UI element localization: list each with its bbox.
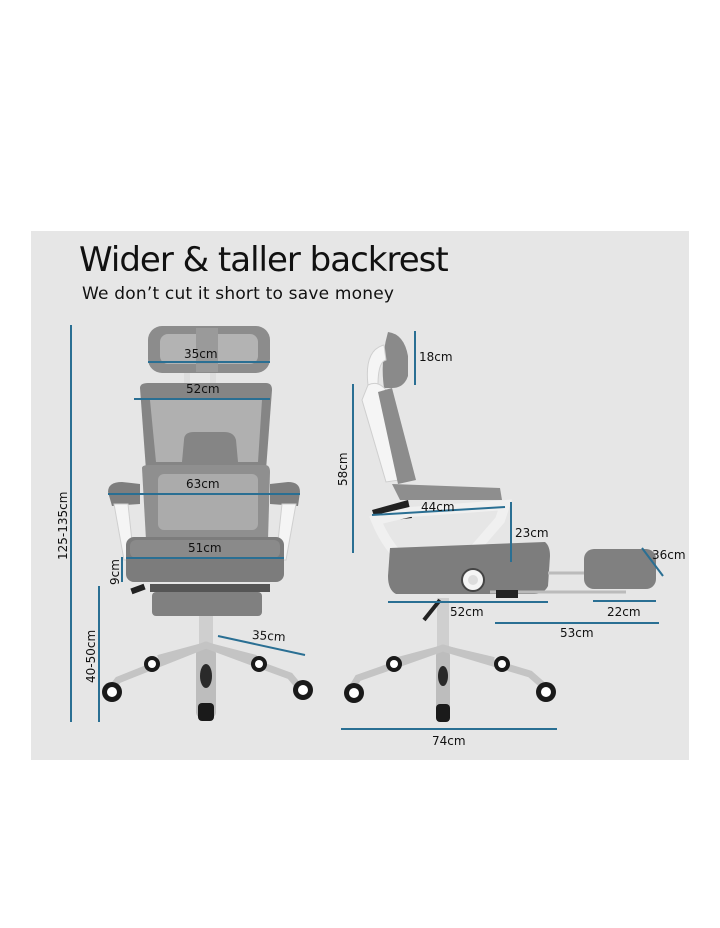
headrest-width-label: 35cm	[184, 347, 218, 361]
page-title: Wider & taller backrest	[79, 240, 449, 280]
backrest-width-label: 52cm	[186, 382, 220, 396]
seat-thickness-label: 9cm	[108, 559, 122, 585]
armrest-height-label: 23cm	[515, 526, 549, 540]
total-height-label: 125-135cm	[56, 491, 70, 560]
seat-width-label: 51cm	[188, 541, 222, 555]
base-leg-label: 35cm	[251, 627, 287, 645]
headrest-height-label: 18cm	[419, 350, 453, 364]
footrest-depth-label: 36cm	[652, 548, 686, 562]
base-diameter-label: 74cm	[432, 734, 466, 748]
front-chair-illustration	[102, 326, 313, 721]
seat-height-label: 40-50cm	[84, 629, 98, 683]
page-subtitle: We don’t cut it short to save money	[82, 284, 395, 304]
seat-depth-label: 52cm	[450, 605, 484, 619]
front-dimension-lines	[70, 325, 306, 722]
armrest-length-label: 44cm	[421, 500, 455, 514]
backrest-height-label: 58cm	[336, 452, 350, 486]
side-chair-illustration	[344, 332, 656, 722]
footrest-length-label: 22cm	[607, 605, 641, 619]
side-dimension-lines	[341, 331, 664, 730]
armrest-span-label: 63cm	[186, 477, 220, 491]
footrest-extension-label: 53cm	[560, 626, 594, 640]
